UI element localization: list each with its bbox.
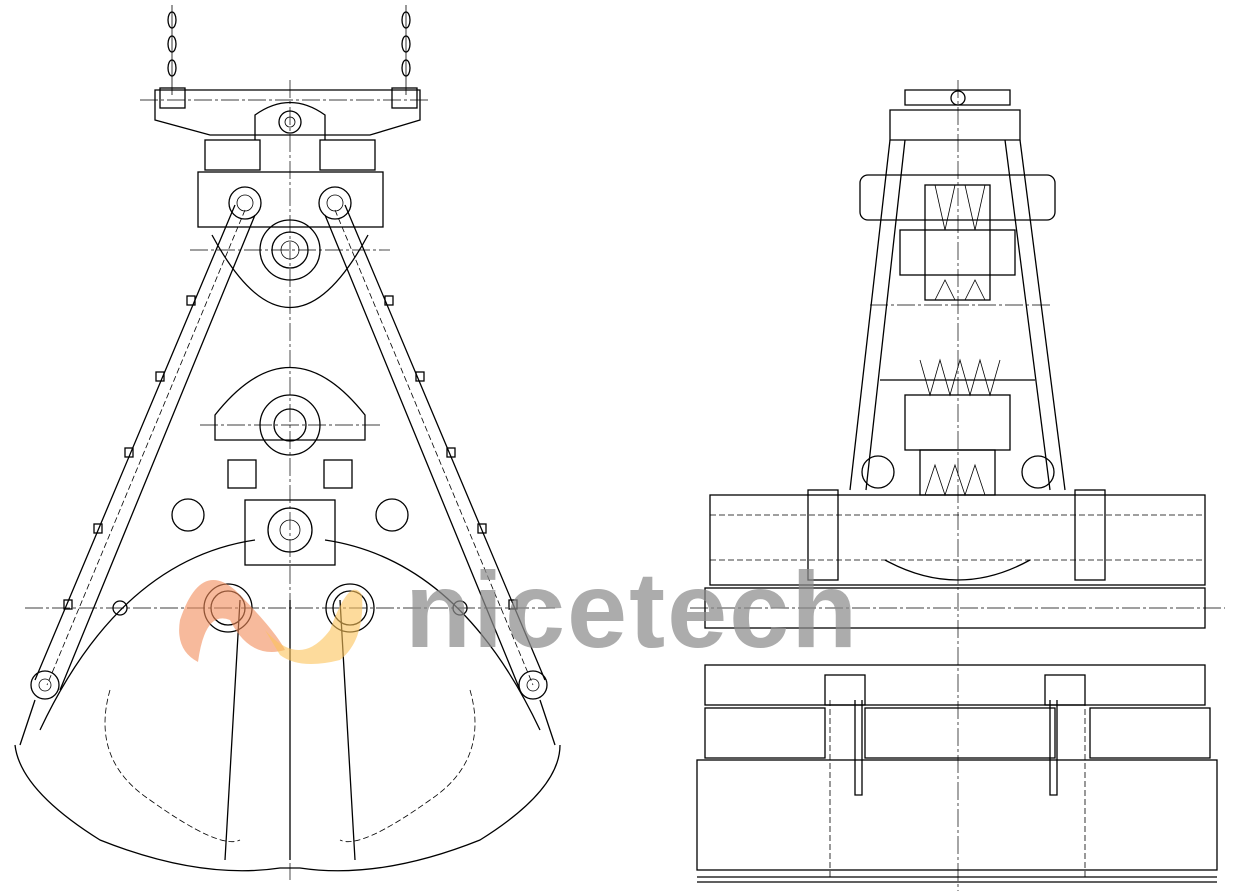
side-view [690,80,1225,891]
lower-block [171,367,409,566]
upper-block [190,80,390,880]
chain-left [167,5,177,95]
logo-wave-mark [179,580,363,664]
bucket-shells [14,539,561,872]
arms [30,204,548,700]
chain-right [401,5,411,95]
watermark-logo-text: nicetech [405,549,860,670]
head-beam [140,87,430,171]
